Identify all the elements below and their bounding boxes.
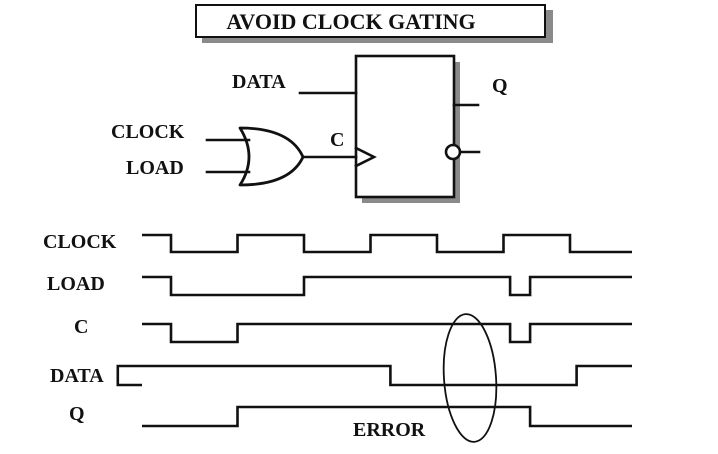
waveform-load (142, 275, 632, 297)
timing-diagram: CLOCK LOAD C DATA Q ERROR (43, 231, 632, 443)
timing-label-clock: CLOCK (43, 231, 117, 253)
or-gate (238, 126, 305, 187)
c-label: C (330, 129, 344, 151)
title: AVOID CLOCK GATING (226, 9, 475, 34)
timing-label-c: C (74, 316, 88, 338)
inverted-output-bubble (444, 143, 462, 161)
timing-label-load: LOAD (47, 273, 105, 295)
clock-input-label: CLOCK (111, 121, 185, 143)
timing-label-data: DATA (50, 365, 104, 387)
load-input-label: LOAD (126, 157, 184, 179)
title-box: AVOID CLOCK GATING (195, 4, 553, 43)
data-input-label: DATA (232, 71, 286, 93)
waveform-clock (142, 233, 632, 254)
flip-flop (354, 54, 456, 199)
waveform-c (142, 322, 632, 344)
waveforms (116, 233, 632, 428)
clock-input-triangle (354, 146, 377, 168)
error-label: ERROR (353, 419, 426, 441)
error-highlight-ellipse (442, 313, 498, 443)
title-frame (195, 4, 546, 38)
timing-label-q: Q (69, 403, 85, 425)
waveform-q (142, 405, 632, 428)
circuit-schematic: DATA Q CLOCK LOAD C (111, 54, 508, 203)
waveform-data (116, 364, 632, 387)
q-output-label: Q (492, 75, 508, 97)
